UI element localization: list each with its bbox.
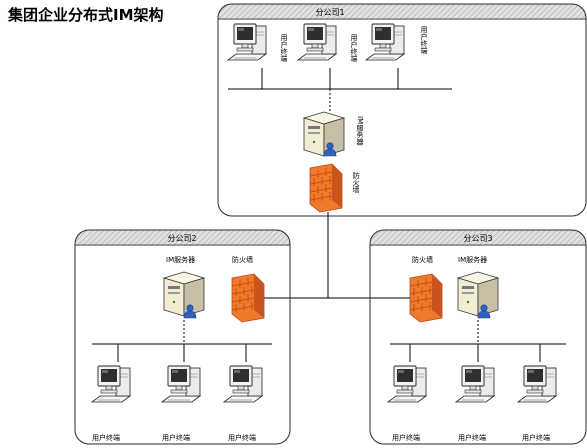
branch-3-firewall-label: 防火墙 — [412, 255, 433, 264]
branch-1-client-1-label: 用户终端 — [280, 34, 288, 63]
branch-2-firewall-label: 防火墙 — [232, 255, 253, 264]
branch-2-box — [74, 229, 291, 445]
branch-1-client-3-label: 用户终端 — [420, 26, 428, 55]
branch-3-firewall-icon — [409, 273, 443, 323]
branch-2-server-icon — [163, 271, 205, 317]
branch-3-server-icon — [457, 271, 499, 317]
branch-1-computer-1-icon — [227, 23, 267, 61]
branch-1-client-2-label: 用户终端 — [350, 34, 358, 63]
branch-1-name: 分公司1 — [315, 8, 344, 17]
branch-1-computer-3-icon — [365, 23, 405, 61]
branch-2-server-label: IM服务器 — [166, 255, 195, 264]
branch-3-box — [369, 229, 587, 445]
branch-2-client-3-label: 用户终端 — [228, 433, 256, 442]
branch-3-client-2-label: 用户终端 — [458, 433, 486, 442]
branch-1-firewall-label: 防火墙 — [352, 171, 360, 194]
branch-3-name: 分公司3 — [463, 234, 492, 243]
branch-2-computer-2-icon — [161, 365, 201, 403]
branch-2-computer-3-icon — [223, 365, 263, 403]
branch-1-computer-2-icon — [297, 23, 337, 61]
branch-3-computer-1-icon — [387, 365, 427, 403]
diagram-title: 集团企业分布式IM架构 — [8, 6, 164, 24]
branch-2-client-2-label: 用户终端 — [162, 433, 190, 442]
branch-2-client-1-label: 用户终端 — [92, 433, 120, 442]
branch-2-computer-1-icon — [91, 365, 131, 403]
branch-3-client-1-label: 用户终端 — [392, 433, 420, 442]
branch-1-server-label: IM服务器 — [356, 116, 364, 146]
branch-1-server-icon — [303, 111, 345, 157]
branch-3-computer-2-icon — [455, 365, 495, 403]
branch-1-box — [217, 3, 587, 217]
branch-3-server-label: IM服务器 — [458, 255, 487, 264]
branch-3-client-3-label: 用户终端 — [522, 433, 550, 442]
branch-2-firewall-icon — [231, 273, 265, 323]
branch-2-name: 分公司2 — [167, 234, 196, 243]
branch-3-computer-3-icon — [517, 365, 557, 403]
branch-1-firewall-icon — [309, 163, 343, 213]
